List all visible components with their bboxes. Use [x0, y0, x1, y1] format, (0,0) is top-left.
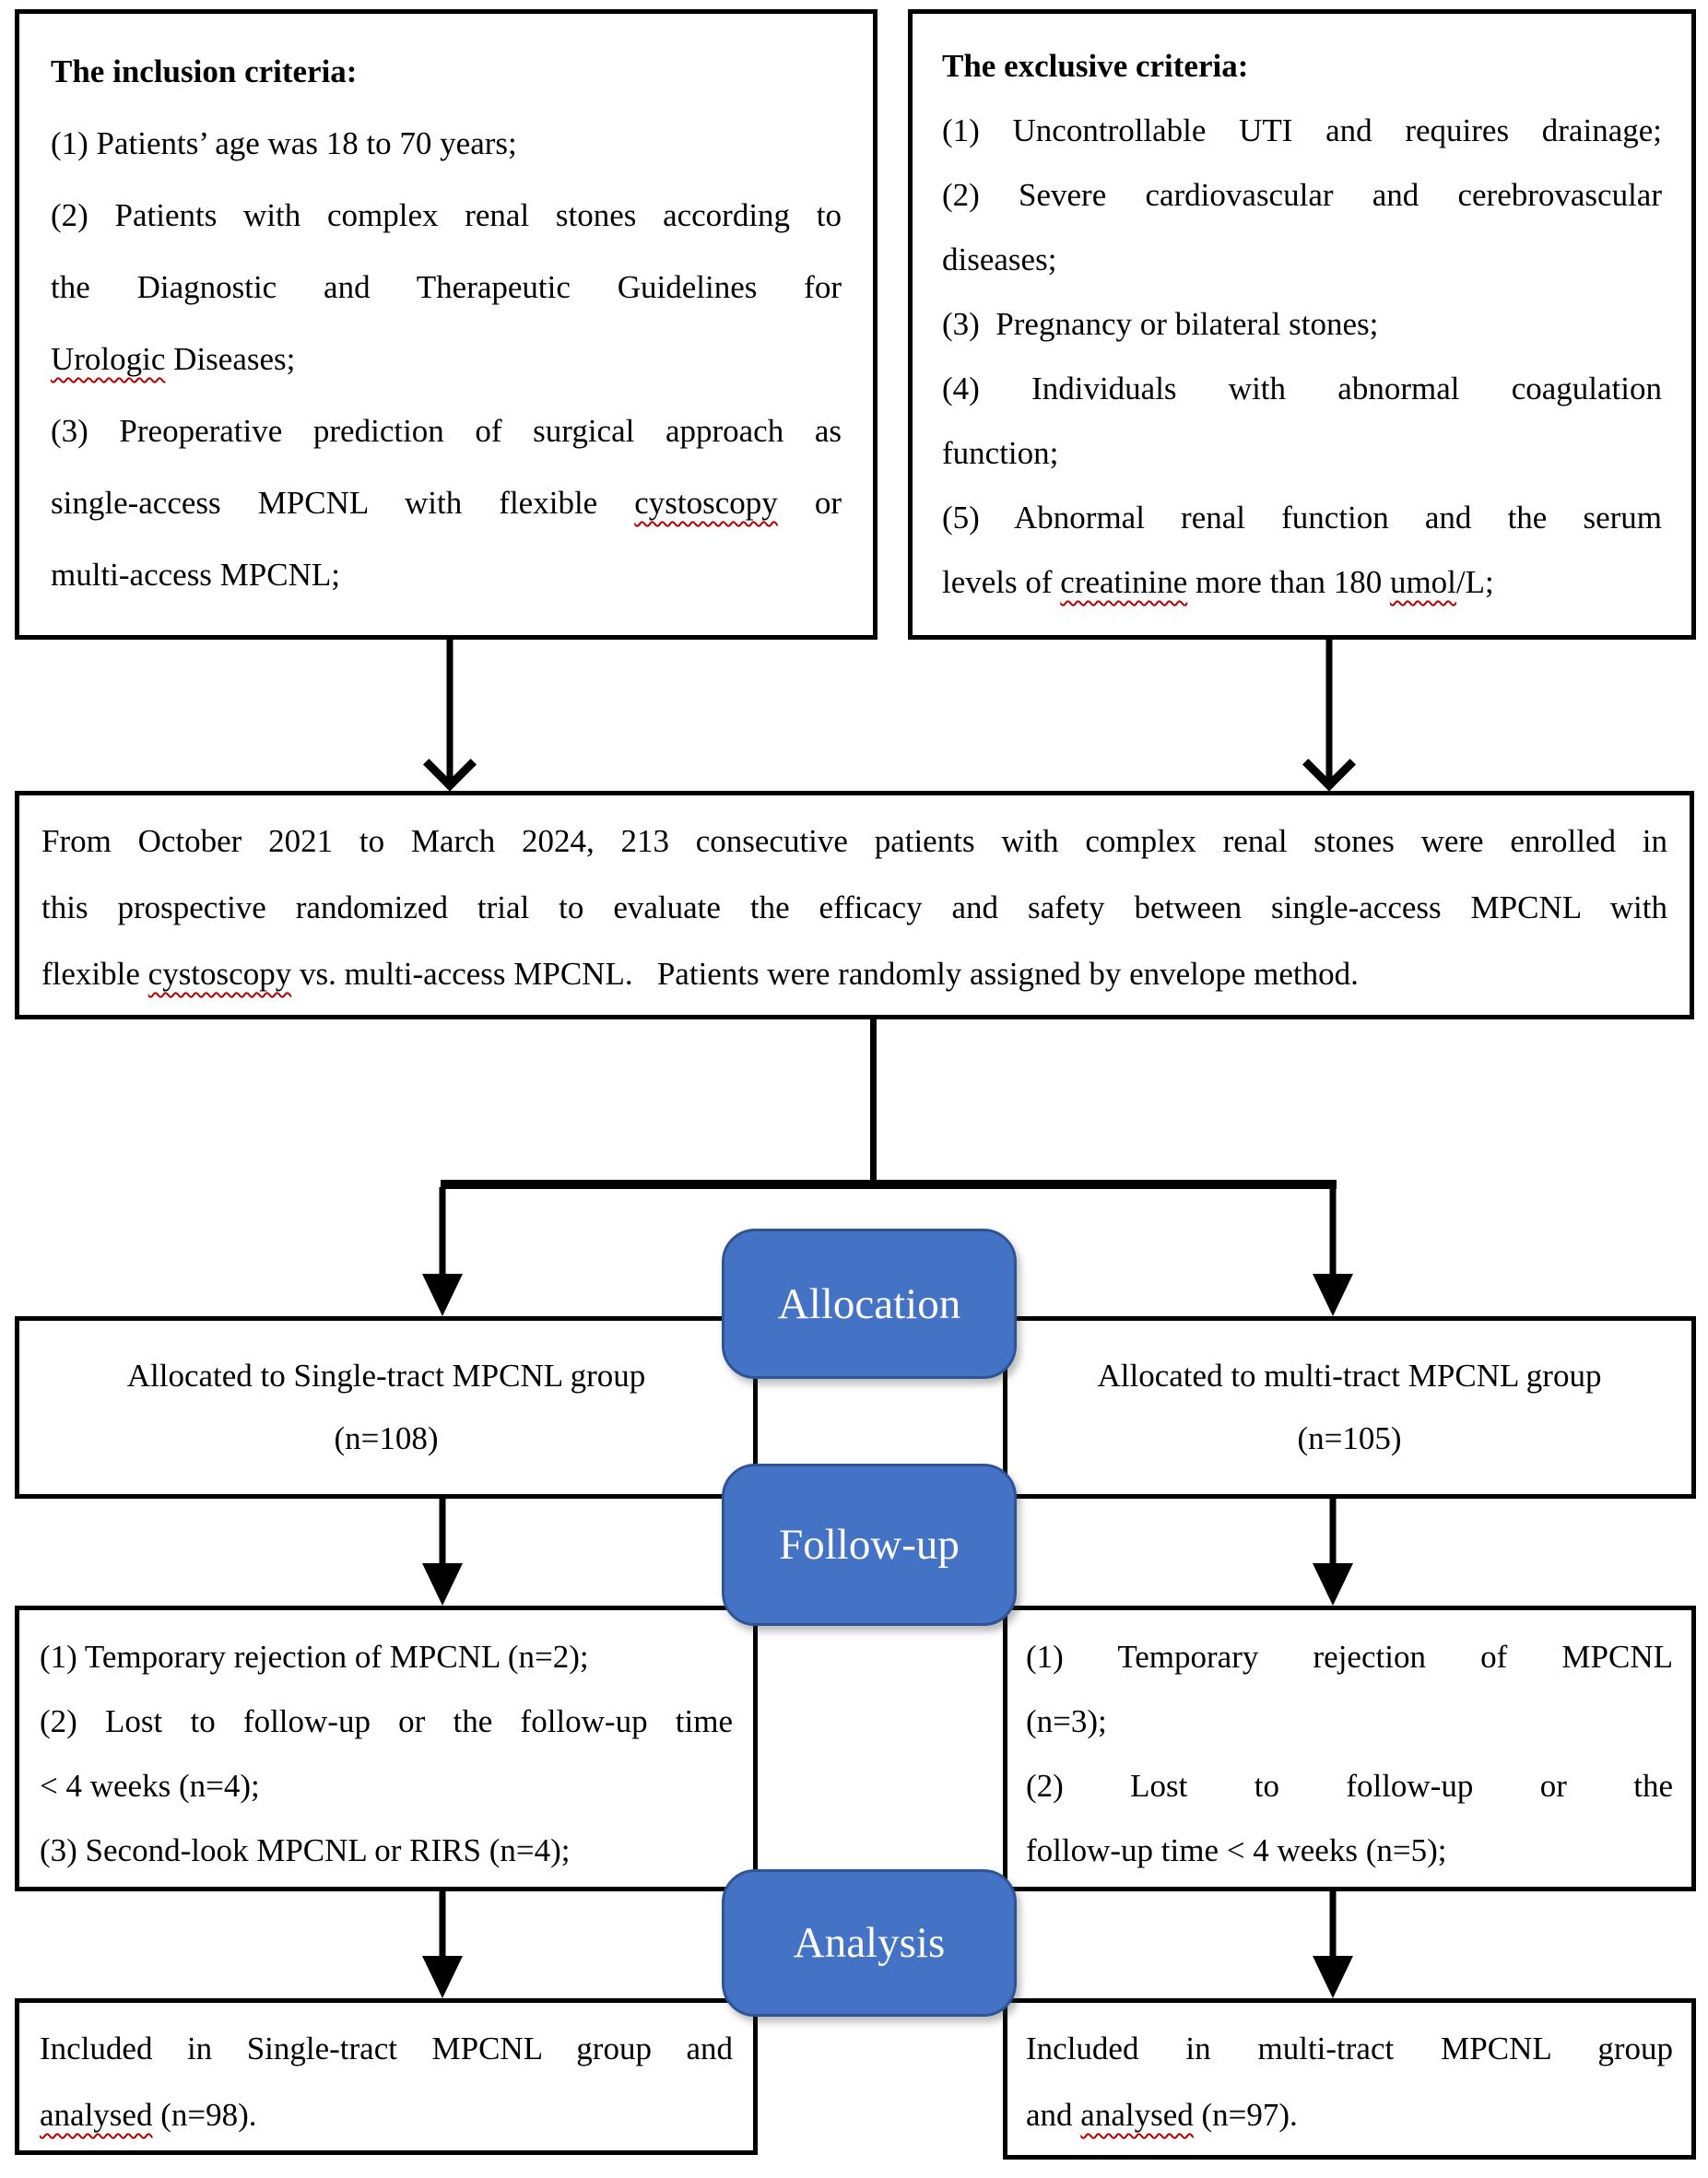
arrow-head	[1313, 1274, 1353, 1316]
analysis-left-box: Included in Single-tract MPCNL group and…	[15, 1998, 758, 2155]
text-span: flexible	[41, 956, 148, 992]
text-line: Allocated to multi-tract MPCNL group	[1097, 1358, 1602, 1394]
arrow-down-icon	[422, 1891, 463, 1998]
text-line: (3) Preoperative prediction of surgical …	[51, 413, 842, 449]
squiggle-word: analysed	[40, 2097, 153, 2133]
stage-label-text: Allocation	[777, 1279, 961, 1328]
text-line: diseases;	[942, 241, 1057, 277]
text-line: analysed (n=98).	[40, 2082, 733, 2149]
text-line: (2) Lost to follow-up or the follow-up t…	[40, 1703, 733, 1739]
arrow-down-icon	[1302, 640, 1356, 792]
text-line: (2) Lost to follow-up or the	[1026, 1768, 1673, 1804]
arrow-shaft	[446, 640, 454, 784]
arrow-shaft	[439, 1499, 446, 1569]
arrow-shaft	[1325, 640, 1333, 784]
text-span: /L;	[1455, 564, 1494, 600]
exclusion-title: The exclusive criteria:	[942, 48, 1249, 84]
followup-stage-label: Follow-up	[722, 1464, 1017, 1626]
text-line: the Diagnostic and Therapeutic Guideline…	[51, 269, 842, 305]
arrow-head	[422, 1274, 463, 1316]
analysis-right-box: Included in multi-tract MPCNL group and …	[1003, 1998, 1696, 2160]
followup-right-box: (1) Temporary rejection of MPCNL (n=3); …	[1003, 1606, 1696, 1891]
arrow-head	[423, 737, 477, 792]
arrow-head	[422, 1956, 463, 1998]
arrow-down-icon	[423, 640, 477, 792]
arrow-down-icon	[422, 1187, 463, 1316]
arrow-shaft	[1329, 1891, 1337, 1961]
text-line: and analysed (n=97).	[1026, 2082, 1673, 2149]
arrow-shaft	[1329, 1499, 1337, 1569]
analysis-stage-label: Analysis	[722, 1869, 1017, 2017]
allocation-stage-label: Allocation	[722, 1229, 1017, 1379]
squiggle-word: umol	[1389, 564, 1456, 600]
text-line: (4) Individuals with abnormal coagulatio…	[942, 371, 1662, 406]
squiggle-word: cystoscopy	[147, 956, 292, 992]
text-line: (1) Uncontrollable UTI and requires drai…	[942, 112, 1662, 148]
text-span: vs. multi-access MPCNL. Patients were ra…	[291, 956, 1359, 992]
text-line: this prospective randomized trial to eva…	[41, 889, 1667, 925]
text-line: function;	[942, 435, 1059, 471]
text-line: follow-up time < 4 weeks (n=5);	[1026, 1832, 1447, 1868]
squiggle-word: Urologic	[51, 341, 166, 377]
text-line: (n=3);	[1026, 1703, 1107, 1739]
allocation-left-box: Allocated to Single-tract MPCNL group (n…	[15, 1316, 758, 1499]
exclusion-criteria-box: The exclusive criteria: (1) Uncontrollab…	[908, 9, 1696, 640]
text-line: Allocated to Single-tract MPCNL group	[126, 1358, 646, 1394]
arrow-head	[422, 1563, 463, 1606]
text-line: (n=105)	[1297, 1420, 1402, 1456]
arrow-shaft	[1329, 1187, 1337, 1279]
arrow-down-icon	[1313, 1499, 1353, 1606]
followup-left-box: (1) Temporary rejection of MPCNL (n=2); …	[15, 1606, 758, 1891]
text-line: From October 2021 to March 2024, 213 con…	[41, 823, 1667, 859]
text-span: (n=97).	[1193, 2097, 1298, 2133]
stage-label-text: Analysis	[793, 1919, 946, 1967]
arrow-shaft	[439, 1187, 446, 1279]
text-span: Diseases;	[165, 341, 296, 377]
text-line: (2) Patients with complex renal stones a…	[51, 197, 842, 233]
stage-label-text: Follow-up	[779, 1521, 960, 1569]
connector-stem	[870, 1018, 877, 1183]
text-line: (2) Severe cardiovascular and cerebrovas…	[942, 177, 1662, 213]
text-line: (3) Pregnancy or bilateral stones;	[942, 306, 1379, 342]
arrow-down-icon	[422, 1499, 463, 1606]
text-span: or	[777, 485, 842, 521]
text-line: (n=108)	[334, 1420, 439, 1456]
allocation-right-box: Allocated to multi-tract MPCNL group (n=…	[1003, 1316, 1696, 1499]
text-line: Urologic Diseases;	[51, 324, 842, 395]
text-span: more than 180	[1187, 564, 1390, 600]
arrow-down-icon	[1313, 1187, 1353, 1316]
text-line: (1) Temporary rejection of MPCNL	[1026, 1639, 1673, 1675]
arrow-down-icon	[1313, 1891, 1353, 1998]
text-line: Included in Single-tract MPCNL group and	[40, 2031, 733, 2066]
arrow-shaft	[439, 1891, 446, 1961]
text-line: Included in multi-tract MPCNL group	[1026, 2031, 1673, 2066]
text-span: single-access MPCNL with flexible	[51, 485, 635, 521]
text-line: flexible cystoscopy vs. multi-access MPC…	[41, 941, 1667, 1007]
inclusion-criteria-box: The inclusion criteria: (1) Patients’ ag…	[15, 9, 878, 640]
squiggle-word: creatinine	[1060, 564, 1188, 600]
text-span: (n=98).	[152, 2097, 257, 2133]
squiggle-word: analysed	[1080, 2097, 1194, 2133]
inclusion-title: The inclusion criteria:	[51, 53, 358, 89]
text-line: multi-access MPCNL;	[51, 557, 340, 593]
text-line: (1) Patients’ age was 18 to 70 years;	[51, 125, 517, 161]
text-span: levels of	[942, 564, 1061, 600]
text-line: < 4 weeks (n=4);	[40, 1768, 260, 1804]
arrow-head	[1302, 737, 1356, 792]
arrow-head	[1313, 1563, 1353, 1606]
text-line: levels of creatinine more than 180 umol/…	[942, 550, 1662, 615]
text-line: (5) Abnormal renal function and the seru…	[942, 500, 1662, 536]
squiggle-word: cystoscopy	[634, 485, 778, 521]
text-line: (3) Second-look MPCNL or RIRS (n=4);	[40, 1832, 571, 1868]
text-line: (1) Temporary rejection of MPCNL (n=2);	[40, 1639, 589, 1675]
text-line: single-access MPCNL with flexible cystos…	[51, 467, 842, 539]
arrow-head	[1313, 1956, 1353, 1998]
enrollment-box: From October 2021 to March 2024, 213 con…	[15, 791, 1694, 1019]
text-span: and	[1026, 2097, 1081, 2133]
connector-bar	[441, 1180, 1337, 1189]
